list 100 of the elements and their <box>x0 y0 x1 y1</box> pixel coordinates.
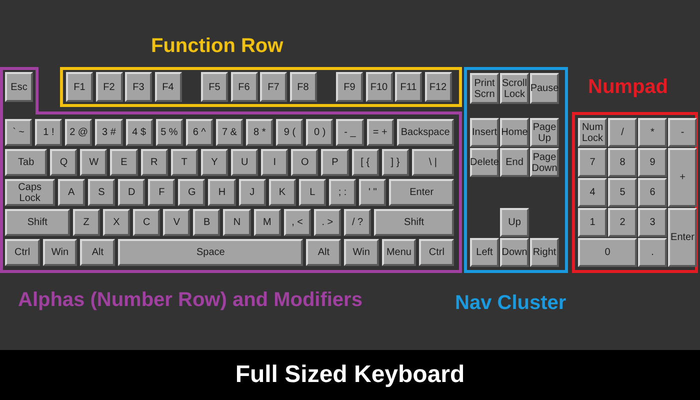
key: 2 <box>608 208 637 237</box>
key: 3 <box>638 208 667 237</box>
key: H <box>208 179 236 206</box>
key: Enter <box>389 179 454 206</box>
key: Page Down <box>530 148 559 177</box>
key: E <box>110 149 138 176</box>
key: 5 % <box>156 119 183 146</box>
key: F3 <box>125 72 152 102</box>
key: Backspace <box>396 119 454 146</box>
section-heading: Alphas (Number Row) and Modifiers <box>18 288 362 312</box>
key: + <box>668 148 697 207</box>
key: 4 <box>578 178 607 207</box>
key: S <box>88 179 115 206</box>
key: P <box>321 149 349 176</box>
section-heading: Nav Cluster <box>455 291 566 315</box>
title: Full Sized Keyboard <box>234 362 466 388</box>
key: F5 <box>201 72 228 102</box>
key: Esc <box>5 72 33 102</box>
key: F12 <box>424 72 452 102</box>
key: 7 <box>578 148 607 177</box>
key: K <box>268 179 296 206</box>
key: F8 <box>290 72 316 102</box>
key: F10 <box>366 72 392 102</box>
key: 4 $ <box>126 119 153 146</box>
key: F9 <box>336 72 363 102</box>
section-heading: Numpad <box>588 75 668 99</box>
key: Left <box>470 238 499 267</box>
key: , < <box>284 209 311 236</box>
key: L <box>298 179 326 206</box>
key: T <box>170 149 198 176</box>
key: / ? <box>344 209 372 236</box>
section-heading: Function Row <box>151 34 284 58</box>
key: Num Lock <box>578 118 607 147</box>
key: Z <box>72 209 100 236</box>
key: 9 <box>638 148 667 177</box>
key: Up <box>500 208 529 237</box>
key: Insert <box>470 118 499 147</box>
key: . > <box>314 209 341 236</box>
key: Tab <box>5 149 48 176</box>
key: C <box>133 209 160 236</box>
key: 8 <box>608 148 637 177</box>
key: Print Scrn <box>470 73 499 104</box>
key: J <box>238 179 266 206</box>
key: / <box>608 118 637 147</box>
key: Caps Lock <box>5 179 55 206</box>
key: Q <box>50 149 78 176</box>
key: Ctrl <box>5 239 40 266</box>
key: F7 <box>260 72 287 102</box>
key: ' " <box>359 179 386 206</box>
key: X <box>102 209 130 236</box>
key: 0 ) <box>306 119 334 146</box>
key: Alt <box>306 239 341 266</box>
key: F6 <box>230 72 258 102</box>
key: Pause <box>530 73 559 104</box>
key: Scroll Lock <box>500 73 529 104</box>
key: F <box>148 179 176 206</box>
key: Y <box>200 149 228 176</box>
key: 5 <box>608 178 637 207</box>
key: 9 ( <box>276 119 304 146</box>
key: 1 ! <box>35 119 62 146</box>
key: Win <box>344 239 379 266</box>
key: ] } <box>382 149 409 176</box>
key: ; : <box>328 179 356 206</box>
key: G <box>178 179 206 206</box>
key: Win <box>42 239 78 266</box>
key: 2 @ <box>65 119 92 146</box>
key: F11 <box>395 72 422 102</box>
key: V <box>163 209 190 236</box>
key: - _ <box>336 119 364 146</box>
key: 7 & <box>216 119 244 146</box>
key: N <box>223 209 251 236</box>
key: Right <box>530 238 559 267</box>
key: 1 <box>578 208 607 237</box>
key: W <box>80 149 108 176</box>
key: F2 <box>96 72 122 102</box>
key: F4 <box>154 72 182 102</box>
key: 6 ^ <box>186 119 213 146</box>
key: U <box>231 149 258 176</box>
key: . <box>638 238 667 267</box>
key: 0 <box>578 238 637 267</box>
key: 8 * <box>246 119 274 146</box>
key: A <box>58 179 85 206</box>
key: [ { <box>352 149 379 176</box>
key: Shift <box>374 209 454 236</box>
key: Ctrl <box>419 239 454 266</box>
key: Delete <box>470 148 499 177</box>
key: F1 <box>66 72 93 102</box>
key: O <box>291 149 318 176</box>
key: Alt <box>80 239 115 266</box>
key: Enter <box>668 208 697 267</box>
key: \ | <box>412 149 454 176</box>
key: End <box>500 148 529 177</box>
key: Shift <box>5 209 70 236</box>
key: ` ~ <box>5 119 32 146</box>
key: R <box>140 149 168 176</box>
key: D <box>118 179 146 206</box>
key: M <box>254 209 281 236</box>
key: = + <box>366 119 394 146</box>
key: Page Up <box>530 118 559 147</box>
key: Menu <box>382 239 416 266</box>
